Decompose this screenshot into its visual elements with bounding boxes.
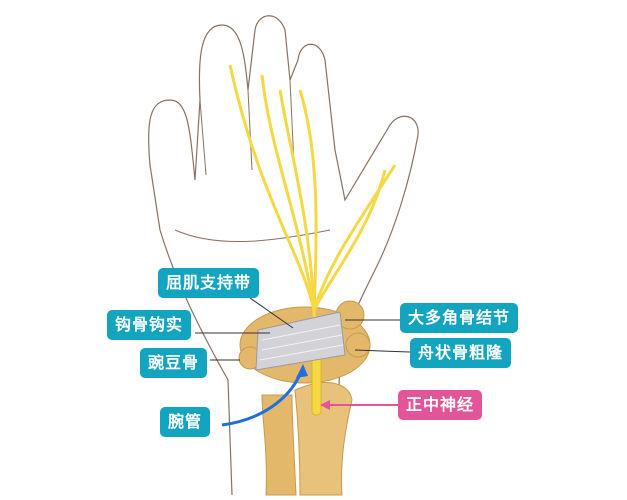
radius-bone: [294, 382, 353, 496]
flexor-retinaculum: [255, 311, 346, 371]
label-trapezium-tubercle: 大多角骨结节: [400, 303, 519, 333]
label-pisiform: 豌豆骨: [140, 348, 208, 378]
carpal-tunnel-arrow: [221, 369, 304, 427]
label-carpal-tunnel: 腕管: [160, 407, 211, 437]
nerve-branches: [228, 64, 397, 411]
label-hook-of-hamate: 钩骨钩实: [107, 310, 192, 340]
label-flexor-retinaculum: 屈肌支持带: [158, 268, 260, 298]
label-median-nerve: 正中神经: [398, 390, 483, 420]
label-scaphoid-tubercle: 舟状骨粗隆: [410, 338, 512, 368]
hand-outline: [148, 15, 419, 496]
ulna-bone: [261, 394, 297, 496]
